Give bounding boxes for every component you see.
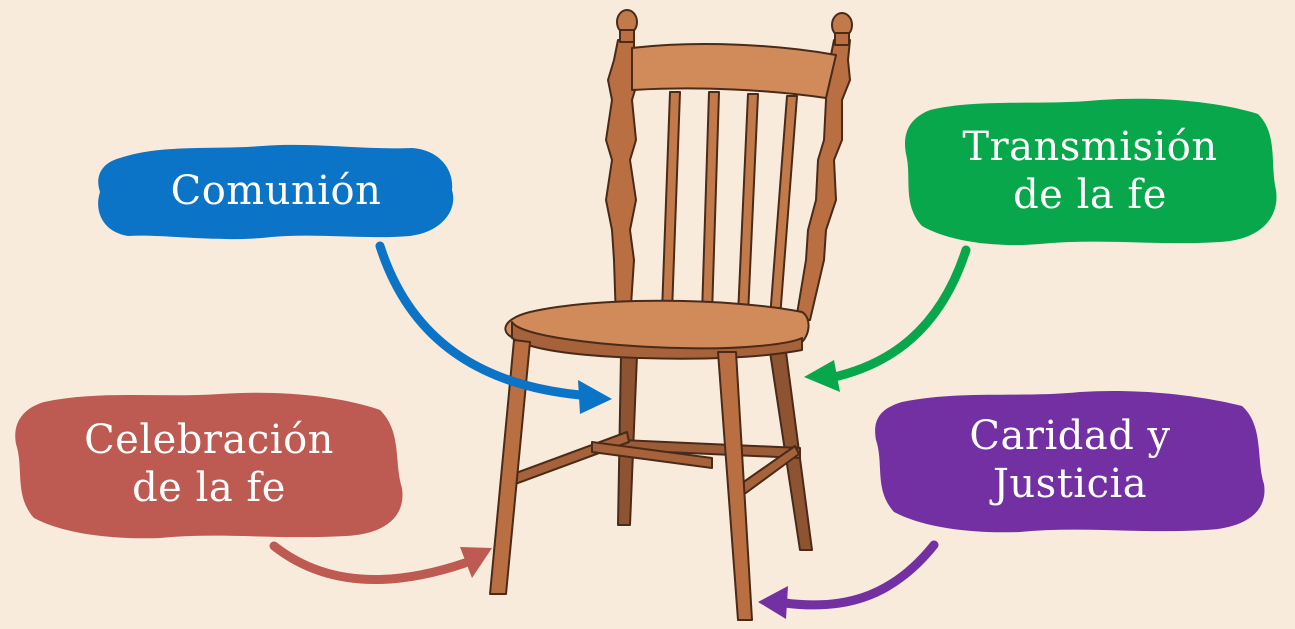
comunion-arrow (375, 241, 585, 400)
caridad-arrowhead (758, 586, 788, 619)
transmision-line-1: Transmisión (962, 124, 1218, 170)
caridad-arrow (780, 540, 939, 610)
celebracion-label: Celebración de la fe (10, 388, 408, 540)
caridad-blob (875, 390, 1265, 533)
caridad-line-2: Justicia (992, 461, 1148, 507)
celebracion-blob (15, 392, 403, 539)
celebracion-arrowhead (460, 547, 492, 578)
transmision-arrowhead (804, 360, 840, 392)
comunion-line-1: Comunión (170, 168, 382, 214)
comunion-label: Comunión (92, 140, 460, 242)
comunion-blob (98, 144, 454, 240)
celebracion-line-2: de la fe (132, 465, 286, 511)
transmision-arrow (825, 245, 971, 383)
comunion-arrowhead (578, 380, 612, 414)
transmision-blob (905, 98, 1277, 246)
transmision-label: Transmisión de la fe (900, 94, 1280, 248)
transmision-line-2: de la fe (1013, 172, 1167, 218)
caridad-line-1: Caridad y (969, 413, 1171, 459)
caridad-label: Caridad y Justicia (870, 386, 1270, 534)
celebracion-line-1: Celebración (84, 417, 334, 463)
celebracion-arrow (269, 541, 470, 584)
